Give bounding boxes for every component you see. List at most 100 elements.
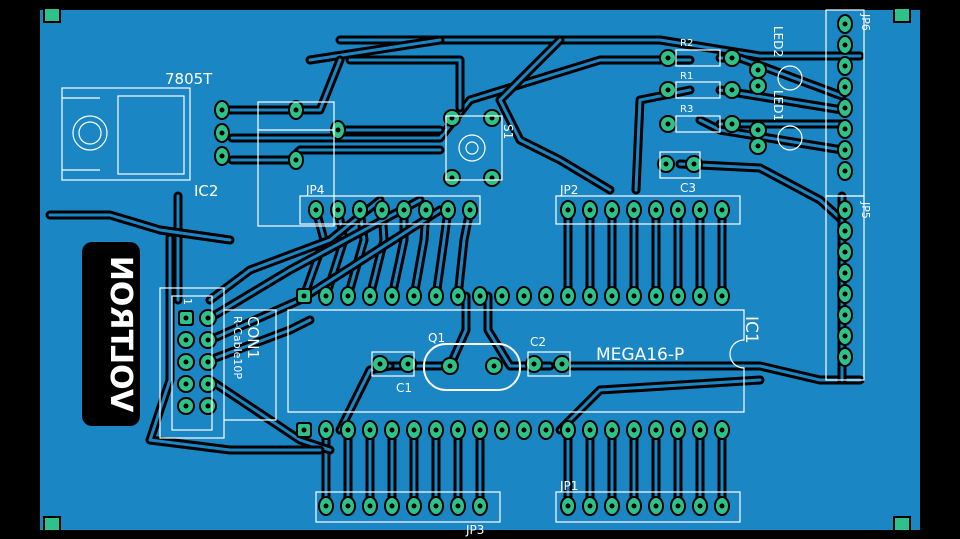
mcu-pad [626,420,642,440]
mcu-pad [670,286,686,306]
label-7805t: 7805T [165,70,213,88]
jp6-pad [837,14,853,34]
trace-fill [228,58,342,112]
jp2-pad [692,200,708,220]
corner-markers [43,7,911,532]
mcu-pad [406,286,422,306]
trace-fill [208,198,382,302]
jp2-pad [582,200,598,220]
trace-fill [48,213,232,242]
jp6-pad [837,119,853,139]
label-jp6: JP6 [859,13,872,31]
trace-fill [208,318,312,362]
jp1-pad [670,496,686,516]
con1-pad [199,331,217,349]
con1-pad [177,397,195,415]
mcu-pad [340,420,356,440]
resistor-pad [723,49,741,67]
jp2-pad [626,200,642,220]
jp4-pad [374,200,390,220]
mcu-pad [428,420,444,440]
mcu-pad [538,286,554,306]
mcu-pad [406,420,422,440]
mcu-pad [296,288,312,304]
jp5-pad [837,326,853,346]
label-r2: R2 [680,38,693,49]
jp5-pad [837,221,853,241]
trace-fill [208,198,422,320]
jp4-pad [462,200,478,220]
label-jp3: JP3 [465,523,484,537]
jp2-pad [670,200,686,220]
mcu-pad [560,420,576,440]
jp1-pad [582,496,598,516]
trace-fill [456,208,472,298]
mcu-pad [516,420,532,440]
mcu-pad [604,420,620,440]
led-pad [749,77,767,95]
trace-fill [558,378,762,432]
label-jp5: JP5 [859,201,872,219]
con1-pad [177,375,195,393]
con1-pad [199,375,217,393]
jp5-pad [837,242,853,262]
jp4-pad [308,200,324,220]
jp5-pad [837,263,853,283]
label-jp1: JP1 [559,479,578,493]
jp1-pad [714,496,730,516]
trace-fill [390,208,406,298]
mcu-pad [428,286,444,306]
mcu-pad [648,286,664,306]
mcu-pad [692,420,708,440]
jp5-pad [837,284,853,304]
resistor-pad [659,49,677,67]
ic2-pad [214,146,230,166]
jp6-pad [837,140,853,160]
led-pad [749,121,767,139]
resistor-pad [723,115,741,133]
jp2-pad [714,200,730,220]
mcu-pad [714,286,730,306]
mcu-pad [450,420,466,440]
mcu-pad [318,286,334,306]
q1-pad [441,357,459,375]
jp5-pad [837,200,853,220]
trace-fill [308,38,442,62]
voltron-logo: VOLTRON [82,242,140,426]
jp2-pad [560,200,576,220]
jp1-pad [626,496,642,516]
q1-pad [485,357,503,375]
jp1-pad [604,496,620,516]
resistor-pad [659,115,677,133]
jp4-pad [418,200,434,220]
jp6-pad [837,35,853,55]
mcu-pad [494,286,510,306]
jp1-pad [692,496,708,516]
mcu-pad [582,286,598,306]
label-r3: R3 [680,104,693,115]
mcu-pad [472,286,488,306]
label-con1: CON1 [244,316,262,359]
ic2-pad [214,123,230,143]
label-led2: LED2 [771,26,785,57]
trace-fill [148,236,322,452]
label-c1: C1 [396,381,412,395]
label-q1: Q1 [428,331,445,345]
con1-pad [199,397,217,415]
label-mega16-p: MEGA16-P [596,345,684,365]
mcu-pad [384,286,400,306]
label-c2: C2 [530,335,546,349]
jp3-pad [406,496,422,516]
s1-pad [483,109,501,127]
silkscreen-outlines [61,9,865,523]
mcu-pad [296,422,312,438]
mcu-pad [318,420,334,440]
jp3-pad [450,496,466,516]
mcu-pad [450,286,466,306]
mcu-pad [362,286,378,306]
jp4-pad [288,150,304,170]
jp3-pad [428,496,444,516]
mcu-pad [626,286,642,306]
logo-text: VOLTRON [103,256,138,413]
